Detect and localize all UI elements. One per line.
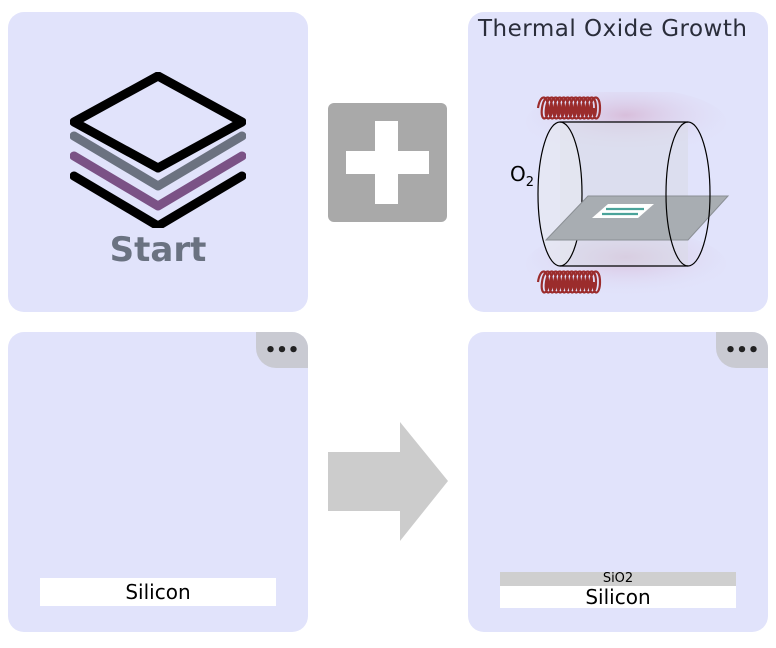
layer-silicon: Silicon [40, 578, 276, 606]
start-panel[interactable]: Start [8, 12, 308, 312]
layer-stack-icon [70, 72, 246, 228]
process-title: Thermal Oxide Growth [478, 16, 748, 42]
right-arrow-icon [328, 422, 448, 542]
before-panel[interactable]: ••• Silicon [8, 332, 308, 632]
layer-sio2: SiO2 [500, 572, 736, 586]
gas-label: O2 [510, 162, 534, 190]
process-panel[interactable]: Thermal Oxide Growth [468, 12, 768, 312]
layer-silicon: Silicon [500, 586, 736, 608]
more-options-button[interactable]: ••• [716, 332, 768, 368]
plus-icon [328, 103, 447, 222]
gas-symbol: O [510, 162, 526, 186]
furnace-tube-icon [508, 92, 738, 302]
gas-subscript: 2 [525, 175, 535, 190]
after-panel[interactable]: ••• SiO2 Silicon [468, 332, 768, 632]
more-options-button[interactable]: ••• [256, 332, 308, 368]
start-label: Start [109, 230, 207, 270]
